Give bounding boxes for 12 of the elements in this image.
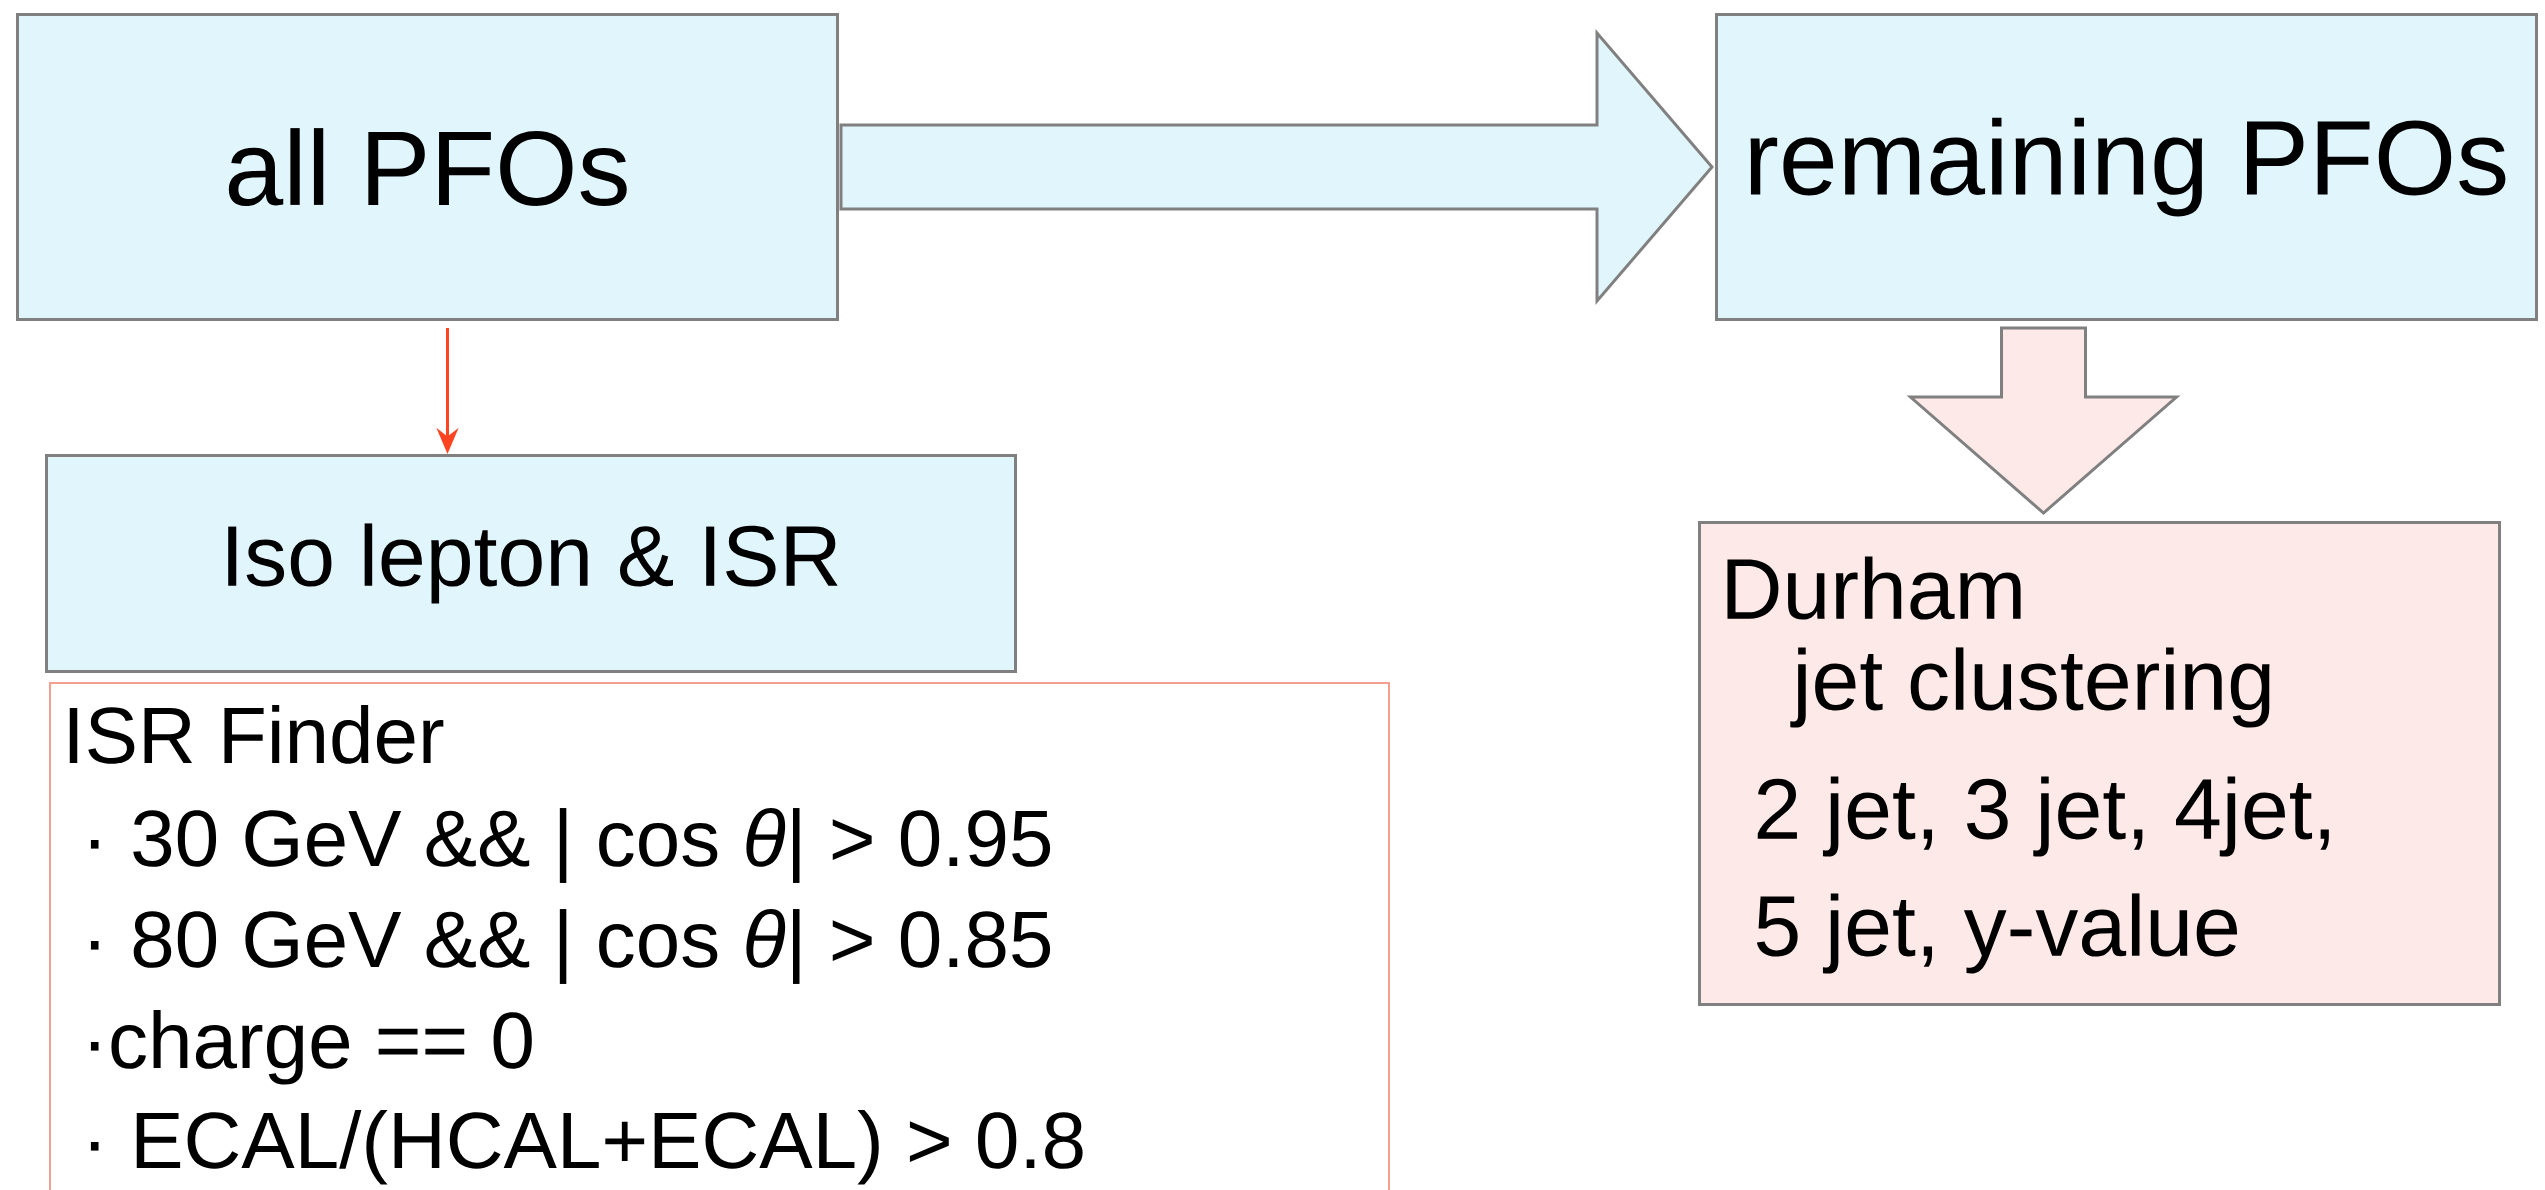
list-item: · 80 GeV && | cos θ| > 0.85 — [90, 909, 1051, 984]
block-arrow — [1906, 326, 2181, 515]
list-heading: ISR Finder — [69, 705, 444, 764]
list-item: · 30 GeV && | cos θ| > 0.95 — [90, 808, 1051, 883]
box-text: 2 jet, 3 jet, 4jet, 5 jet, y-value — [1756, 776, 2329, 974]
box-heading: Durham jet clustering — [1727, 556, 2270, 728]
process-box: all PFOs — [16, 13, 839, 321]
list-item: ·charge == 0 — [90, 1010, 532, 1085]
process-box: remaining PFOs — [1715, 13, 2538, 321]
block-arrow — [839, 28, 1714, 306]
list-item: · ECAL/(HCAL+ECAL) > 0.8 — [90, 1110, 1083, 1185]
process-box: Iso lepton & ISR — [45, 454, 1017, 673]
